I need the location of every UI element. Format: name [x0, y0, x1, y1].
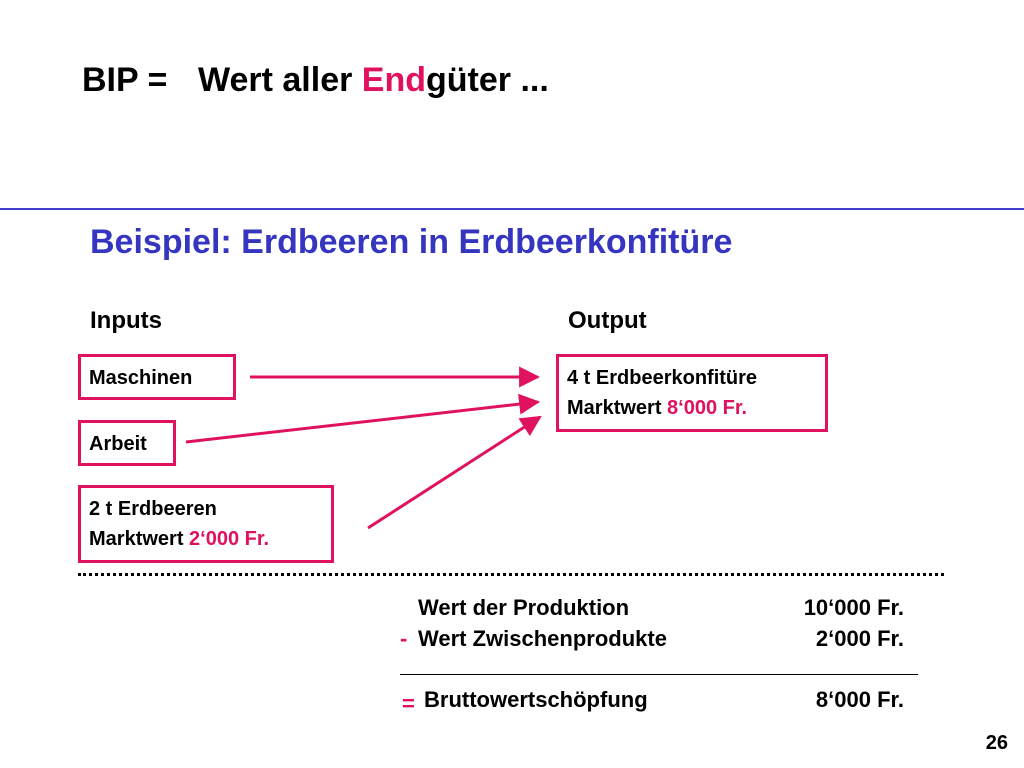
arrow-strawberries-to-output [367, 415, 542, 530]
title-prefix: BIP = [82, 61, 168, 99]
title-text-before: Wert aller [198, 61, 362, 99]
arrow-labor-to-output [185, 393, 541, 444]
title-highlight: End [361, 61, 426, 99]
title-divider [0, 208, 1024, 210]
title-text-after: güter ... [426, 61, 549, 99]
output-box-jam: 4 t Erdbeerkonfitüre Marktwert 8‘000 Fr. [556, 354, 828, 432]
output-line1: 4 t Erdbeerkonfitüre [567, 367, 758, 389]
sum-rule [400, 674, 918, 675]
input-machines-label: Maschinen [89, 367, 193, 389]
calc-label-production: Wert der Produktion [418, 595, 630, 620]
output-value-line: Marktwert 8‘000 Fr. [567, 393, 817, 423]
input-box-labor: Arbeit [78, 420, 176, 466]
page-number: 26 [985, 732, 1008, 754]
calc-amount-value-added: 8‘000 Fr. [815, 687, 904, 712]
output-value: 8‘000 Fr. [667, 397, 748, 419]
input-strawberries-value-line: Marktwert 2‘000 Fr. [89, 524, 323, 554]
calc-label-value-added: Bruttowertschöpfung [424, 687, 648, 712]
input-box-machines: Maschinen [78, 354, 236, 400]
calc-operator-equals: = [402, 691, 415, 716]
input-strawberries-value-prefix: Marktwert [89, 528, 190, 550]
input-strawberries-value: 2‘000 Fr. [189, 528, 270, 550]
calc-label-intermediate: Wert Zwischenprodukte [418, 626, 667, 651]
subtitle: Beispiel: Erdbeeren in Erdbeerkonfitüre [90, 223, 733, 261]
calc-amount-intermediate: 2‘000 Fr. [815, 626, 904, 651]
input-labor-label: Arbeit [89, 433, 147, 455]
output-value-prefix: Marktwert [567, 397, 668, 419]
input-box-strawberries: 2 t Erdbeeren Marktwert 2‘000 Fr. [78, 485, 334, 563]
dotted-separator [78, 573, 944, 576]
calc-amount-production: 10‘000 Fr. [803, 595, 904, 620]
page-title: BIP = Wert aller Endgüter ... [82, 58, 549, 102]
calc-operator-minus: - [400, 626, 408, 651]
input-strawberries-line1: 2 t Erdbeeren [89, 498, 217, 520]
output-heading: Output [568, 307, 647, 334]
inputs-heading: Inputs [90, 307, 162, 334]
